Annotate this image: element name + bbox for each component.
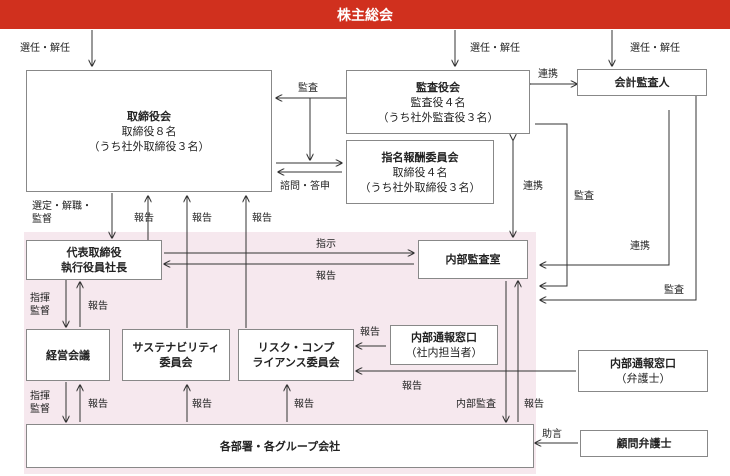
compliance-line2: ライアンス委員会 xyxy=(252,356,340,369)
select-label: 選定・解職・ xyxy=(32,201,92,212)
report-label-dept-1: 報告 xyxy=(88,399,108,410)
shareholders-meeting-banner: 株主総会 xyxy=(0,0,730,29)
audit-board-title: 監査役会 xyxy=(416,80,460,94)
board-outside-members: （うち社外取締役３名） xyxy=(88,139,210,153)
audit-board-box: 監査役会 監査役４名 （うち社外監査役３名） xyxy=(346,70,530,134)
report-label-dept-2: 報告 xyxy=(192,399,212,410)
report-label-internal-audit: 報告 xyxy=(524,399,544,410)
sustainability-line2: 委員会 xyxy=(159,356,193,369)
audit-label-top: 監査 xyxy=(298,83,318,94)
nomination-committee-title: 指名報酬委員会 xyxy=(381,150,459,164)
internal-whistle-sub: （社内担当者） xyxy=(405,346,483,359)
audit-label-far: 監査 xyxy=(664,285,684,296)
external-whistle-sub: （弁護士） xyxy=(615,372,671,385)
report-label-management: 報告 xyxy=(88,301,108,312)
sustainability-line1: サステナビリティ xyxy=(132,341,220,354)
report-label-board-1: 報告 xyxy=(134,213,154,224)
coop-label-accounting: 連携 xyxy=(630,241,650,252)
report-label-whistle: 報告 xyxy=(360,327,380,338)
instruct-label: 指示 xyxy=(316,239,336,250)
supervise-label-board: 監督 xyxy=(32,214,52,225)
internal-audit-box: 内部監査室 xyxy=(418,240,528,279)
elect-label-accounting: 選任・解任 xyxy=(630,43,680,54)
direct-label-1: 指揮 xyxy=(30,293,50,304)
president-line2: 執行役員社長 xyxy=(61,261,127,274)
elect-label-board: 選任・解任 xyxy=(20,43,70,54)
accounting-auditor-box: 会計監査人 xyxy=(577,69,707,96)
legal-counsel-box: 顧問弁護士 xyxy=(580,430,708,457)
president-line1: 代表取締役 xyxy=(66,246,122,259)
internal-whistle-box: 内部通報窓口 （社内担当者） xyxy=(390,325,498,365)
audit-board-members: 監査役４名 xyxy=(410,95,466,109)
elect-label-audit: 選任・解任 xyxy=(470,43,520,54)
coop-label-auditors: 連携 xyxy=(538,69,558,80)
internal-whistle-title: 内部通報窓口 xyxy=(411,331,477,344)
internal-audit-title: 内部監査室 xyxy=(445,253,501,266)
audit-board-outside-members: （うち社外監査役３名） xyxy=(377,110,499,124)
sustainability-committee-box: サステナビリティ 委員会 xyxy=(122,329,230,381)
report-label-board-2: 報告 xyxy=(192,213,212,224)
management-meeting-title: 経営会議 xyxy=(46,348,90,362)
nomination-committee-members: 取締役４名 xyxy=(392,165,448,179)
nomination-committee-outside: （うち社外取締役３名） xyxy=(359,180,481,194)
report-label-board-3: 報告 xyxy=(252,213,272,224)
nomination-committee-box: 指名報酬委員会 取締役４名 （うち社外取締役３名） xyxy=(346,140,494,204)
report-label-external: 報告 xyxy=(402,381,422,392)
coop-label-internal: 連携 xyxy=(523,181,543,192)
audit-label-right: 監査 xyxy=(574,191,594,202)
direct-label-2: 指揮 xyxy=(30,391,50,402)
supervise-label-1: 監督 xyxy=(30,306,50,317)
consult-label: 諮問・答申 xyxy=(280,181,330,192)
external-whistle-title: 内部通報窓口 xyxy=(610,357,676,370)
departments-title: 各部署・各グループ会社 xyxy=(219,439,341,453)
report-label-dept-3: 報告 xyxy=(294,399,314,410)
legal-counsel-title: 顧問弁護士 xyxy=(616,437,672,450)
board-title: 取締役会 xyxy=(127,109,171,123)
advice-label: 助言 xyxy=(542,429,562,440)
compliance-line1: リスク・コンプ xyxy=(257,341,335,354)
president-box: 代表取締役 執行役員社長 xyxy=(26,240,162,280)
accounting-auditor-title: 会計監査人 xyxy=(614,76,670,89)
supervise-label-2: 監督 xyxy=(30,404,50,415)
report-label-president: 報告 xyxy=(316,271,336,282)
departments-box: 各部署・各グループ会社 xyxy=(26,424,534,468)
board-members: 取締役８名 xyxy=(121,124,177,138)
internal-audit-label: 内部監査 xyxy=(456,399,496,410)
external-whistle-box: 内部通報窓口 （弁護士） xyxy=(578,350,708,392)
management-meeting-box: 経営会議 xyxy=(26,329,110,381)
compliance-committee-box: リスク・コンプ ライアンス委員会 xyxy=(238,329,354,381)
board-of-directors-box: 取締役会 取締役８名 （うち社外取締役３名） xyxy=(26,70,272,192)
